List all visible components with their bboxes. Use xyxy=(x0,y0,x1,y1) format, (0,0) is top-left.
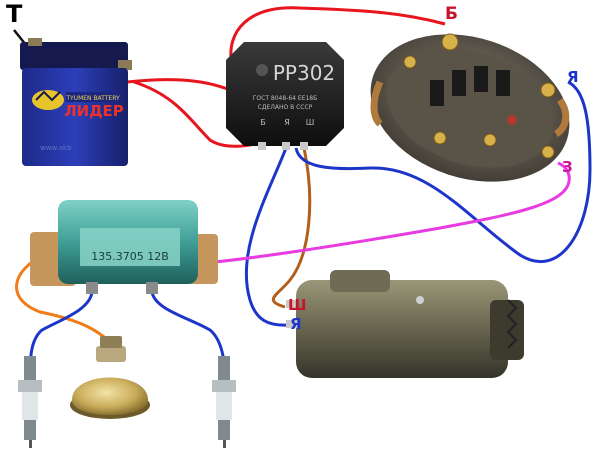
spark-plug-left xyxy=(18,356,42,448)
regulator-terminal-b: Б xyxy=(260,118,266,127)
generator xyxy=(370,33,570,182)
wire-regulator-to-generator-b-red xyxy=(229,6,446,67)
battery-brand: TYUMEN BATTERY xyxy=(65,95,120,102)
starter-sh-label: Ш xyxy=(288,296,307,314)
regulator-terminal-ya: Я xyxy=(284,118,290,127)
starter-ya-label: Я xyxy=(290,315,302,333)
spark-plug-right xyxy=(212,356,236,448)
wire-coil-to-generator-z-magenta xyxy=(214,161,571,264)
distributor xyxy=(70,336,150,419)
regulator-gost: ГОСТ 8048-64 ЕЕ18Б xyxy=(253,95,317,102)
regulator-made-in: СДЕЛАНО В СССР xyxy=(258,104,313,111)
wire-regulator-sh-to-starter-brown xyxy=(271,147,312,309)
wire-coil-to-spark-right-blue xyxy=(150,291,227,381)
generator-z-label: З xyxy=(562,158,573,176)
wire-coil-to-spark-left-blue xyxy=(28,291,94,381)
generator-ya-label: Я xyxy=(567,68,579,86)
wire-regulator-to-generator-ya-blue xyxy=(294,80,592,263)
battery: TYUMEN BATTERY ЛИДЕР www.akb xyxy=(20,38,132,166)
ignition-coil: 135.3705 12В xyxy=(30,200,218,294)
wire-battery-to-regulator-red xyxy=(126,78,231,92)
regulator-terminal-sh: Ш xyxy=(306,118,315,127)
voltage-regulator: РР302 ГОСТ 8048-64 ЕЕ18Б СДЕЛАНО В СССР … xyxy=(226,42,344,150)
regulator-model: РР302 xyxy=(273,61,335,85)
starter-motor xyxy=(286,270,524,378)
battery-model: ЛИДЕР xyxy=(64,102,124,120)
generator-b-label: Б xyxy=(445,4,458,24)
wire-regulator-ya-to-starter-blue xyxy=(244,147,289,327)
battery-terminal-label: Т xyxy=(6,0,23,28)
battery-site: www.akb xyxy=(40,144,72,152)
wire-coil-to-spark-left-orange xyxy=(15,256,120,352)
coil-model: 135.3705 12В xyxy=(91,250,169,263)
